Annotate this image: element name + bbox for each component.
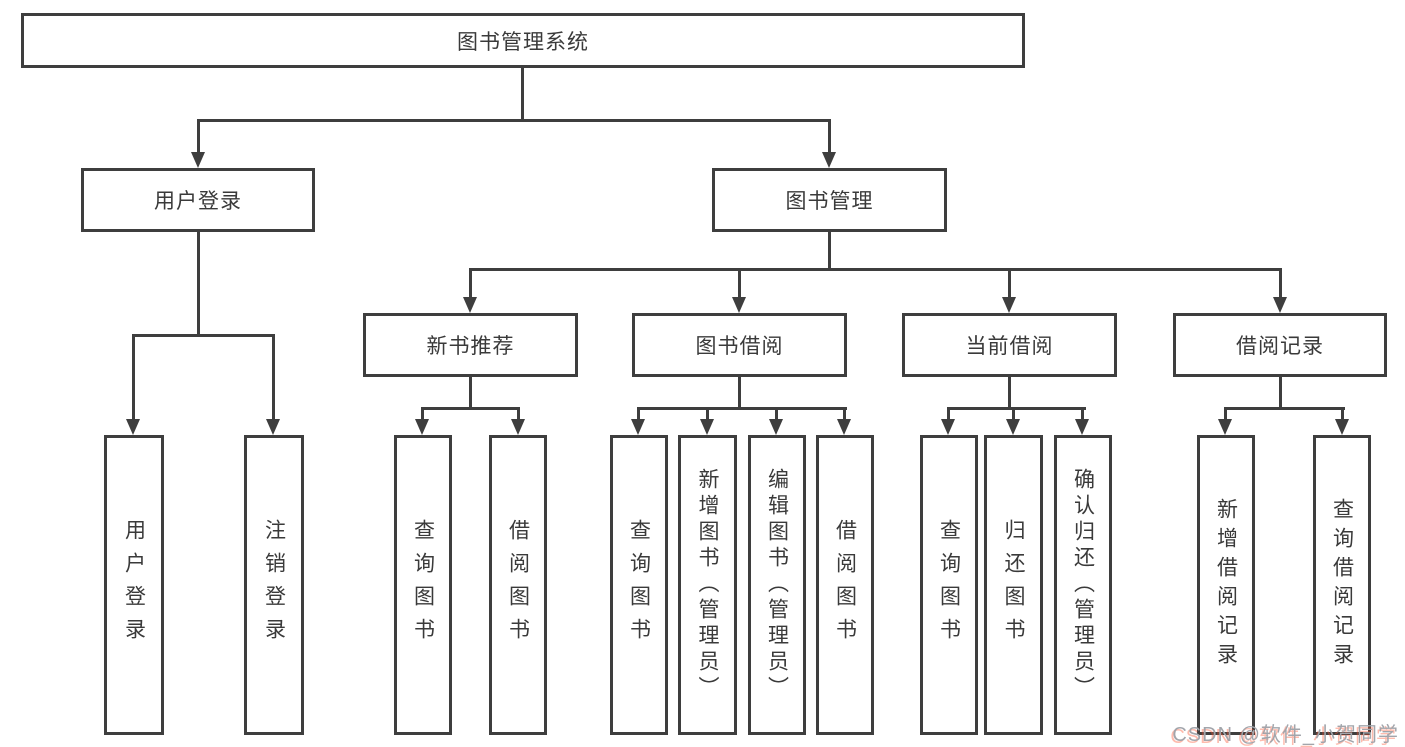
node-current-borrow: 当前借阅 bbox=[902, 313, 1117, 377]
node-label: 图书借阅 bbox=[695, 335, 784, 358]
node-library-management-system: 图书管理系统 bbox=[21, 13, 1025, 68]
connector-line bbox=[1341, 407, 1344, 421]
connector-line bbox=[1224, 407, 1227, 421]
arrow-down-icon bbox=[126, 419, 140, 435]
node-label: 用户登录 bbox=[154, 190, 242, 213]
leaf-logout: 注销登录 bbox=[244, 435, 304, 735]
arrow-down-icon bbox=[191, 152, 205, 168]
connector-line bbox=[1279, 377, 1282, 410]
node-label: 查询图书 bbox=[937, 519, 961, 651]
leaf-add-books-admin: 新增图书（管理员） bbox=[678, 435, 737, 735]
connector-line bbox=[197, 232, 200, 337]
connector-line bbox=[197, 119, 831, 122]
connector-line bbox=[706, 407, 709, 421]
node-label: 新增借阅记录 bbox=[1214, 498, 1238, 672]
leaf-edit-books-admin: 编辑图书（管理员） bbox=[748, 435, 806, 735]
arrow-down-icon bbox=[1002, 297, 1016, 313]
node-book-borrow: 图书借阅 bbox=[632, 313, 847, 377]
connector-line bbox=[1012, 407, 1015, 421]
node-label: 借阅图书 bbox=[506, 519, 530, 651]
connector-line bbox=[637, 407, 847, 410]
node-label: 注销登录 bbox=[262, 519, 286, 651]
connector-line bbox=[197, 119, 200, 155]
connector-line bbox=[738, 377, 741, 410]
connector-line bbox=[272, 334, 275, 421]
arrow-down-icon bbox=[1273, 297, 1287, 313]
node-label: 当前借阅 bbox=[965, 335, 1054, 358]
leaf-query-books-borrow: 查询图书 bbox=[610, 435, 668, 735]
node-borrow-record: 借阅记录 bbox=[1173, 313, 1387, 377]
leaf-borrow-books-recommend: 借阅图书 bbox=[489, 435, 547, 735]
leaf-confirm-return-admin: 确认归还（管理员） bbox=[1054, 435, 1112, 735]
connector-line bbox=[1008, 377, 1011, 410]
node-label: 确认归还（管理员） bbox=[1071, 468, 1095, 702]
node-label: 查询图书 bbox=[411, 519, 435, 651]
connector-line bbox=[828, 119, 831, 155]
arrow-down-icon bbox=[941, 419, 955, 435]
node-book-management: 图书管理 bbox=[712, 168, 947, 232]
node-new-book-recommend: 新书推荐 bbox=[363, 313, 578, 377]
arrow-down-icon bbox=[415, 419, 429, 435]
watermark-text: CSDN @软件_小贺同学 bbox=[1172, 724, 1399, 746]
node-label: 借阅记录 bbox=[1236, 335, 1324, 358]
arrow-down-icon bbox=[1335, 419, 1349, 435]
arrow-down-icon bbox=[1006, 419, 1020, 435]
leaf-query-borrow-record: 查询借阅记录 bbox=[1313, 435, 1371, 735]
node-label: 归还图书 bbox=[1002, 519, 1025, 651]
connector-line bbox=[738, 268, 741, 299]
node-label: 用户登录 bbox=[122, 519, 146, 651]
arrow-down-icon bbox=[1218, 419, 1232, 435]
connector-line bbox=[843, 407, 846, 421]
arrow-down-icon bbox=[822, 152, 836, 168]
connector-line bbox=[828, 232, 831, 271]
connector-line bbox=[469, 268, 472, 299]
node-label: 图书管理系统 bbox=[457, 30, 589, 54]
connector-line bbox=[1279, 268, 1282, 299]
node-label: 新书推荐 bbox=[426, 335, 515, 358]
connector-line bbox=[775, 407, 778, 421]
connector-line bbox=[947, 407, 950, 421]
connector-line bbox=[421, 407, 520, 410]
connector-line bbox=[521, 68, 524, 121]
arrow-down-icon bbox=[631, 419, 645, 435]
leaf-borrow-books: 借阅图书 bbox=[816, 435, 874, 735]
connector-line bbox=[637, 407, 640, 421]
connector-line bbox=[469, 377, 472, 410]
node-user-login: 用户登录 bbox=[81, 168, 315, 232]
node-label: 编辑图书（管理员） bbox=[765, 468, 789, 702]
leaf-add-borrow-record: 新增借阅记录 bbox=[1197, 435, 1255, 735]
leaf-return-books: 归还图书 bbox=[984, 435, 1043, 735]
arrow-down-icon bbox=[769, 419, 783, 435]
node-label: 新增图书（管理员） bbox=[696, 468, 719, 702]
leaf-query-books-recommend: 查询图书 bbox=[394, 435, 452, 735]
node-label: 查询借阅记录 bbox=[1330, 498, 1354, 672]
connector-line bbox=[421, 407, 424, 421]
connector-line bbox=[517, 407, 520, 421]
arrow-down-icon bbox=[1075, 419, 1089, 435]
connector-line bbox=[132, 334, 135, 421]
connector-line bbox=[132, 334, 275, 337]
connector-line bbox=[1224, 407, 1345, 410]
arrow-down-icon bbox=[511, 419, 525, 435]
connector-line bbox=[469, 268, 1282, 271]
arrow-down-icon bbox=[732, 297, 746, 313]
connector-line bbox=[1008, 268, 1011, 299]
node-label: 图书管理 bbox=[785, 190, 874, 213]
connector-line bbox=[947, 407, 1086, 410]
arrow-down-icon bbox=[266, 419, 280, 435]
arrow-down-icon bbox=[463, 297, 477, 313]
arrow-down-icon bbox=[700, 419, 714, 435]
leaf-query-books-current: 查询图书 bbox=[920, 435, 978, 735]
node-label: 借阅图书 bbox=[833, 519, 857, 651]
connector-line bbox=[1081, 407, 1084, 421]
leaf-user-login: 用户登录 bbox=[104, 435, 164, 735]
arrow-down-icon bbox=[837, 419, 851, 435]
node-label: 查询图书 bbox=[627, 519, 651, 651]
